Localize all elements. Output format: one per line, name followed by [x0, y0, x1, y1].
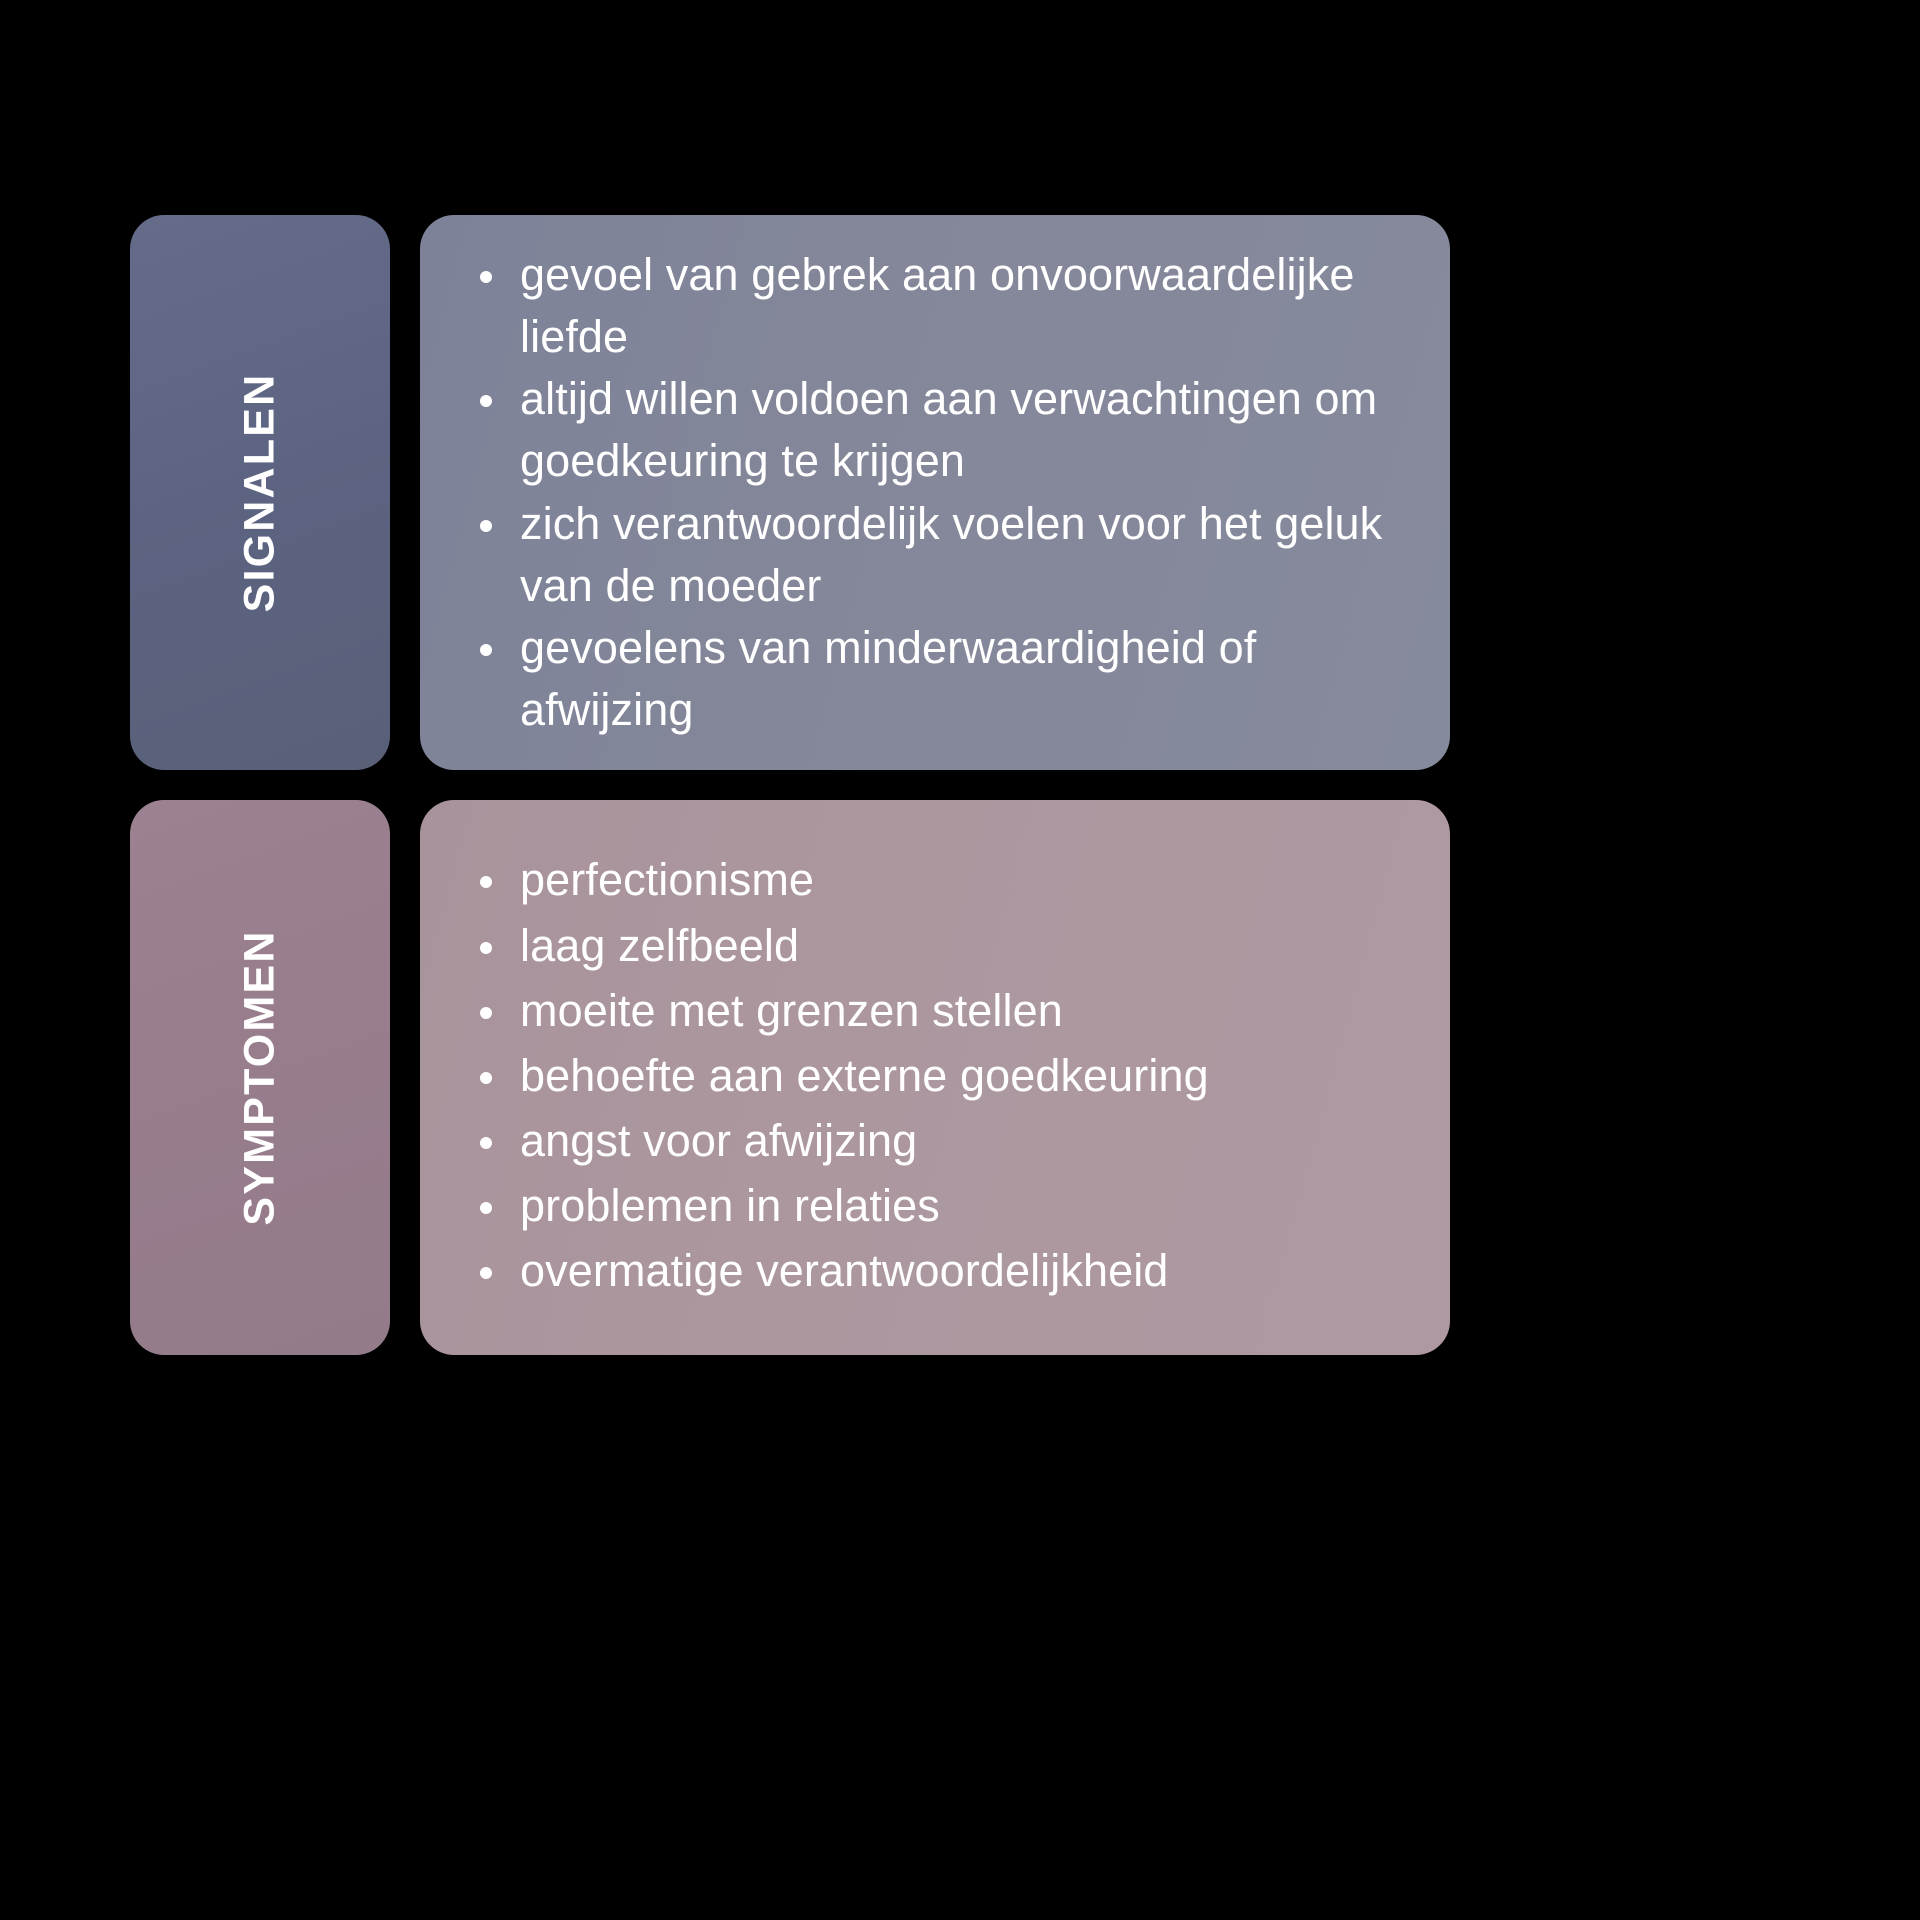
- list-item: moeite met grenzen stellen: [450, 980, 1406, 1041]
- list-item: gevoelens van minderwaardigheid of afwij…: [450, 617, 1406, 741]
- section-row-symptomen: SYMPTOMEN perfectionisme laag zelfbeeld …: [130, 800, 1450, 1355]
- content-card-signalen: gevoel van gebrek aan onvoorwaardelijke …: [420, 215, 1450, 770]
- section-row-signalen: SIGNALEN gevoel van gebrek aan onvoorwaa…: [130, 215, 1450, 770]
- list-item: laag zelfbeeld: [450, 915, 1406, 976]
- label-card-signalen: SIGNALEN: [130, 215, 390, 770]
- list-item: gevoel van gebrek aan onvoorwaardelijke …: [450, 244, 1406, 368]
- list-item: altijd willen voldoen aan verwachtingen …: [450, 368, 1406, 492]
- label-card-symptomen: SYMPTOMEN: [130, 800, 390, 1355]
- list-item: zich verantwoordelijk voelen voor het ge…: [450, 493, 1406, 617]
- section-label-signalen: SIGNALEN: [235, 372, 284, 613]
- content-card-symptomen: perfectionisme laag zelfbeeld moeite met…: [420, 800, 1450, 1355]
- bullet-list-symptomen: perfectionisme laag zelfbeeld moeite met…: [450, 849, 1406, 1305]
- list-item: perfectionisme: [450, 849, 1406, 910]
- list-item: problemen in relaties: [450, 1175, 1406, 1236]
- list-item: angst voor afwijzing: [450, 1110, 1406, 1171]
- list-item: behoefte aan externe goedkeuring: [450, 1045, 1406, 1106]
- bullet-list-signalen: gevoel van gebrek aan onvoorwaardelijke …: [450, 244, 1406, 741]
- section-label-symptomen: SYMPTOMEN: [235, 929, 284, 1226]
- infographic-container: SIGNALEN gevoel van gebrek aan onvoorwaa…: [130, 215, 1450, 1355]
- list-item: overmatige verantwoordelijkheid: [450, 1240, 1406, 1301]
